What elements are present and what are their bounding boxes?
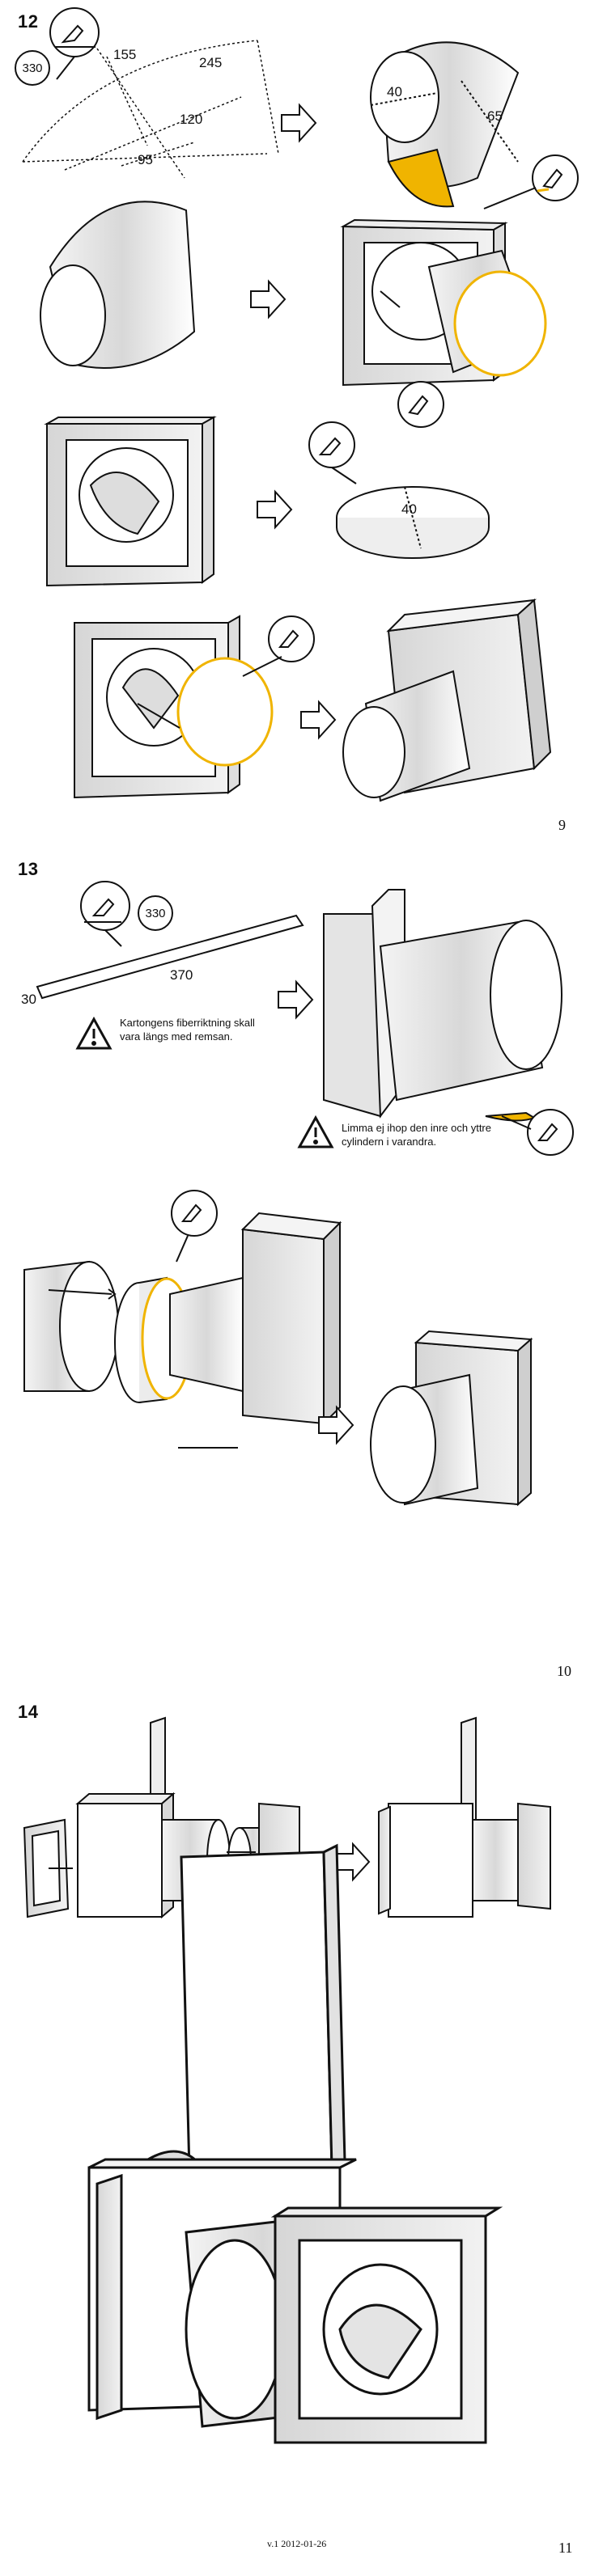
arrow-right — [250, 279, 287, 319]
arrow-right — [300, 700, 337, 740]
frame-with-disc — [74, 615, 274, 799]
warning-fiber-text: Kartongens fiberriktning skall vara läng… — [120, 1017, 255, 1043]
cutter-icon — [49, 7, 100, 57]
glue-callout — [501, 1109, 574, 1156]
warning-icon — [297, 1115, 334, 1148]
frame-with-cone — [340, 218, 547, 387]
page-number: 11 — [558, 2540, 573, 2556]
step-12-number: 12 — [18, 11, 39, 32]
cutter-icon — [308, 421, 357, 484]
warning-glue-text: Limma ej ihop den inre och yttre cylinde… — [342, 1122, 491, 1148]
arrow-right — [278, 979, 314, 1020]
arrow-right — [334, 1842, 371, 1882]
arc-template — [22, 40, 279, 179]
step-13-illustrations — [23, 881, 574, 1507]
disc — [336, 486, 490, 559]
box-with-cylinder — [323, 889, 562, 1122]
box-with-cylinder-assembled — [370, 1330, 533, 1507]
cone-rolling — [370, 41, 520, 208]
cutter-size-label: 330 — [15, 50, 50, 86]
glue-callout — [397, 381, 444, 428]
arc-dim-95: 95 — [138, 152, 153, 167]
cone — [40, 201, 196, 369]
cone-dim-40: 40 — [387, 84, 402, 99]
arrow-right — [281, 103, 317, 143]
box-with-cone — [342, 598, 552, 802]
arrow-right — [318, 1405, 354, 1445]
arrow-right — [257, 489, 293, 530]
cone-dim-65: 65 — [487, 108, 503, 124]
strip-width-dim: 30 — [21, 992, 36, 1007]
disc-dim-40: 40 — [401, 501, 417, 517]
arc-dim-155: 155 — [113, 47, 137, 62]
step-14-illustrations — [23, 1716, 551, 2444]
page-number: 10 — [557, 1663, 571, 1679]
version-footer: v.1 2012-01-26 — [267, 2538, 327, 2549]
arc-dim-245: 245 — [199, 55, 223, 70]
small-frame — [23, 1818, 73, 1918]
frame-empty — [44, 416, 217, 587]
step-13-number: 13 — [18, 859, 39, 879]
box-with-cone — [169, 1212, 342, 1449]
arc-dim-120: 120 — [180, 112, 203, 127]
camera-assembled-small — [378, 1716, 551, 1918]
page-number: 9 — [558, 817, 566, 833]
step-14-number: 14 — [18, 1702, 39, 1722]
glue-callout — [483, 154, 579, 209]
paper-strip — [36, 914, 304, 1000]
glue-callout — [242, 615, 315, 677]
glue-callout — [171, 1190, 218, 1263]
warning-icon — [75, 1016, 112, 1050]
strip-length-dim: 370 — [170, 967, 193, 983]
outer-cylinder — [23, 1260, 119, 1392]
cutter-icon — [80, 881, 130, 947]
camera-final — [87, 1843, 503, 2444]
cutter-size-label: 330 — [138, 895, 173, 931]
step-12-illustrations — [22, 7, 579, 802]
